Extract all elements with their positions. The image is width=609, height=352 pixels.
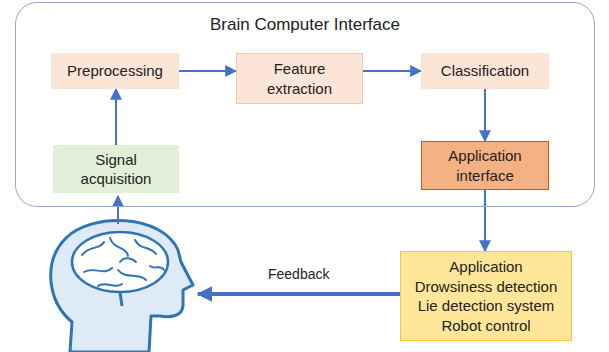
flow-arrow [363,70,421,72]
process-box: Preprocessing [51,53,179,89]
list-item: Robot control [441,316,530,336]
box-label: Feature extraction [245,59,354,98]
box-label: Application interface [430,146,540,185]
box-label: Signal acquisition [61,150,171,189]
process-box: Feature extraction [236,53,363,104]
application-box: ApplicationDrowsiness detectionLie detec… [400,251,572,341]
flow-arrow [179,70,236,72]
container-title: Brain Computer Interface [16,14,594,36]
flow-arrow [484,190,486,251]
feedback-arrow [198,292,400,296]
box-label: Classification [441,61,529,81]
list-item: Lie detection system [418,296,555,316]
feedback-label: Feedback [266,266,331,282]
interface-box: Application interface [421,141,549,190]
process-box: Classification [421,53,549,89]
box-label: Preprocessing [67,61,163,81]
flow-arrow [115,89,117,145]
head-illustration [51,220,193,352]
bci-container: Brain Computer InterfacePreprocessing Fea… [15,2,595,207]
acquisition-arrow [117,196,119,224]
list-item: Drowsiness detection [415,277,558,297]
acquisition-box: Signal acquisition [53,145,179,193]
flow-arrow [484,89,486,141]
box-label: Application [449,257,522,277]
